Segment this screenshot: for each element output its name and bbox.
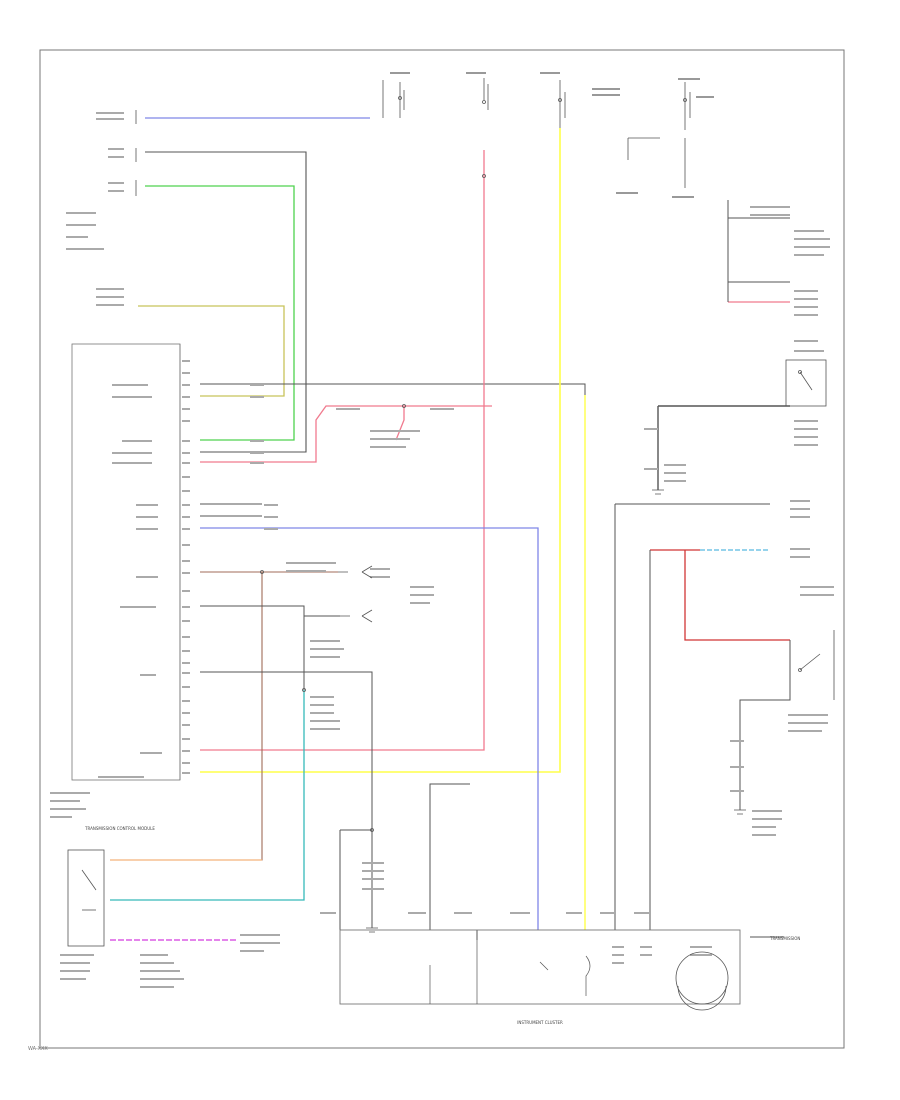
fuse-top-4 bbox=[627, 82, 691, 188]
fuse-top-2 bbox=[482, 78, 489, 110]
cluster-label: INSTRUMENT CLUSTER bbox=[517, 1020, 563, 1025]
wire-black-right-9 bbox=[739, 640, 791, 810]
right-labels bbox=[644, 206, 834, 836]
connector-symbols bbox=[260, 174, 486, 832]
fuse-top-3 bbox=[558, 80, 566, 128]
wire-black-long bbox=[200, 383, 586, 930]
lower-left-labels bbox=[60, 934, 280, 988]
wire-brown bbox=[110, 571, 263, 861]
ground-symbols bbox=[366, 489, 746, 933]
wire-black-cluster bbox=[429, 783, 470, 930]
fuse-top-1 bbox=[382, 80, 405, 118]
gauge bbox=[675, 951, 729, 1011]
wire-black-sensor bbox=[145, 151, 307, 453]
diagram-frame bbox=[39, 49, 845, 1049]
brake-switch bbox=[789, 630, 835, 700]
wire-pink bbox=[200, 405, 492, 463]
lower-left-switch bbox=[67, 849, 105, 947]
cluster-side-label: TRANSMISSION bbox=[769, 936, 800, 941]
top-labels bbox=[390, 72, 714, 198]
mid-labels bbox=[250, 384, 454, 890]
wire-olive bbox=[138, 305, 285, 397]
wire-red-right bbox=[650, 549, 790, 641]
wire-teal bbox=[110, 690, 305, 901]
wire-pink-branch bbox=[395, 406, 405, 441]
left-sensor-labels bbox=[66, 112, 124, 306]
wire-green bbox=[145, 185, 295, 441]
wire-black-ground bbox=[200, 671, 373, 830]
wire-black-ground-2 bbox=[340, 829, 373, 928]
wire-red-vertical bbox=[200, 150, 485, 751]
od-switch bbox=[785, 359, 827, 407]
wire-blue-low bbox=[200, 527, 539, 930]
tcm-block bbox=[50, 343, 190, 818]
footer-code: WA-XXX bbox=[28, 1046, 48, 1052]
wire-black-switch bbox=[200, 605, 305, 690]
cluster-block: INSTRUMENT CLUSTER bbox=[320, 912, 784, 1025]
module-label: TRANSMISSION CONTROL MODULE bbox=[84, 826, 155, 831]
wire-yellow bbox=[200, 128, 561, 773]
